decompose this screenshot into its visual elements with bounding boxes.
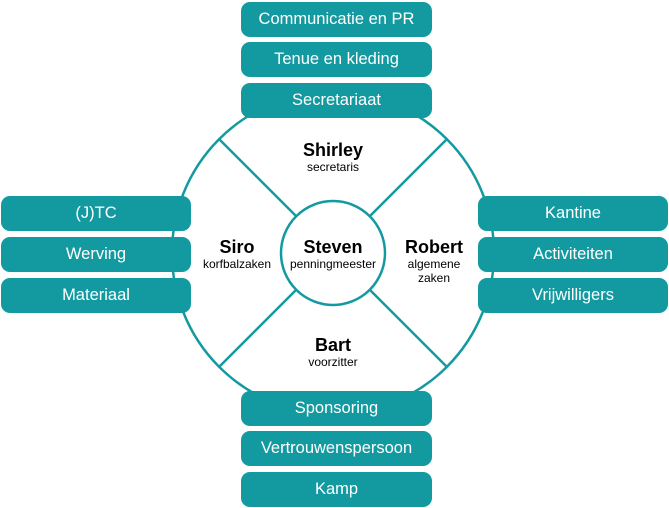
person-left-role: korfbalzaken (202, 257, 272, 271)
person-bottom-role: voorzitter (308, 355, 358, 369)
person-top-role: secretaris (306, 160, 359, 174)
box-activiteiten: Activiteiten (478, 237, 668, 272)
person-left-name: Siro (219, 237, 255, 257)
box-werving: Werving (1, 237, 191, 272)
box-materiaal: Materiaal (1, 278, 191, 313)
box-communicatie-en-pr: Communicatie en PR (241, 2, 432, 37)
divider-top-right (369, 138, 448, 217)
box-secretariaat: Secretariaat (241, 83, 432, 118)
person-center-role: penningmeester (289, 257, 377, 271)
divider-bottom-right (369, 289, 448, 368)
person-left: Siro korfbalzaken (192, 237, 282, 271)
box-tenue-en-kleding: Tenue en kleding (241, 42, 432, 77)
box-kantine: Kantine (478, 196, 668, 231)
divider-top-left (218, 138, 297, 217)
person-right-name: Robert (405, 237, 463, 257)
person-top: Shirley secretaris (273, 140, 393, 174)
person-top-name: Shirley (302, 140, 364, 160)
inner-circle (279, 199, 387, 307)
box-vertrouwenspersoon: Vertrouwenspersoon (241, 431, 432, 466)
person-center-name: Steven (303, 237, 363, 257)
divider-bottom-left (218, 289, 297, 368)
person-right: Robert algemene zaken (390, 237, 478, 285)
person-center: Steven penningmeester (276, 237, 390, 271)
box-jtc: (J)TC (1, 196, 191, 231)
person-bottom-name: Bart (314, 335, 351, 355)
box-vrijwilligers: Vrijwilligers (478, 278, 668, 313)
person-bottom: Bart voorzitter (283, 335, 383, 369)
box-kamp: Kamp (241, 472, 432, 507)
person-right-role: algemene zaken (407, 257, 461, 285)
box-sponsoring: Sponsoring (241, 391, 432, 426)
